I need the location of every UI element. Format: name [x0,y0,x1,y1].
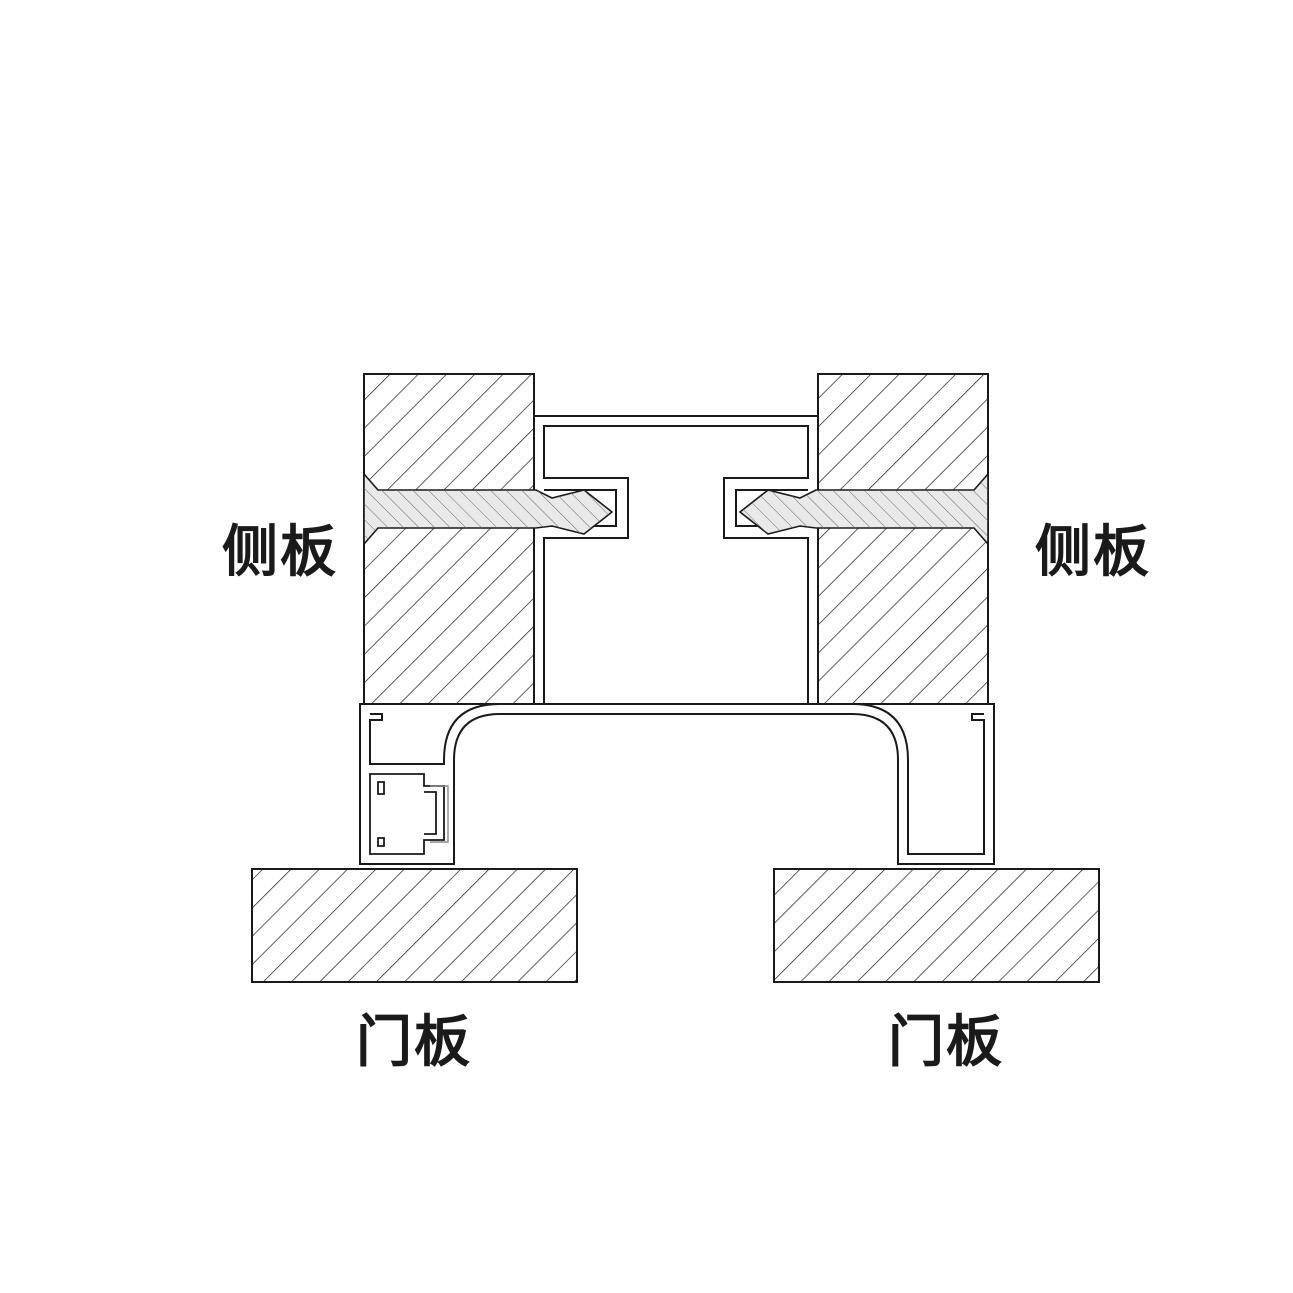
door-panel-left-label: 门板 [356,1009,472,1075]
left-door-panel [251,868,578,983]
bottom-frame-profile [359,703,995,865]
right-door-panel [773,868,1100,983]
left-hinge-clip [369,773,449,855]
right-screw [738,471,989,547]
door-panel-right-label: 门板 [888,1009,1004,1075]
right-side-panel [817,373,989,705]
side-panel-right-label: 侧板 [1035,519,1151,585]
left-screw [363,471,614,547]
center-connector-profile [533,415,819,705]
side-panel-left-label: 侧板 [222,519,338,585]
left-side-panel [363,373,535,705]
